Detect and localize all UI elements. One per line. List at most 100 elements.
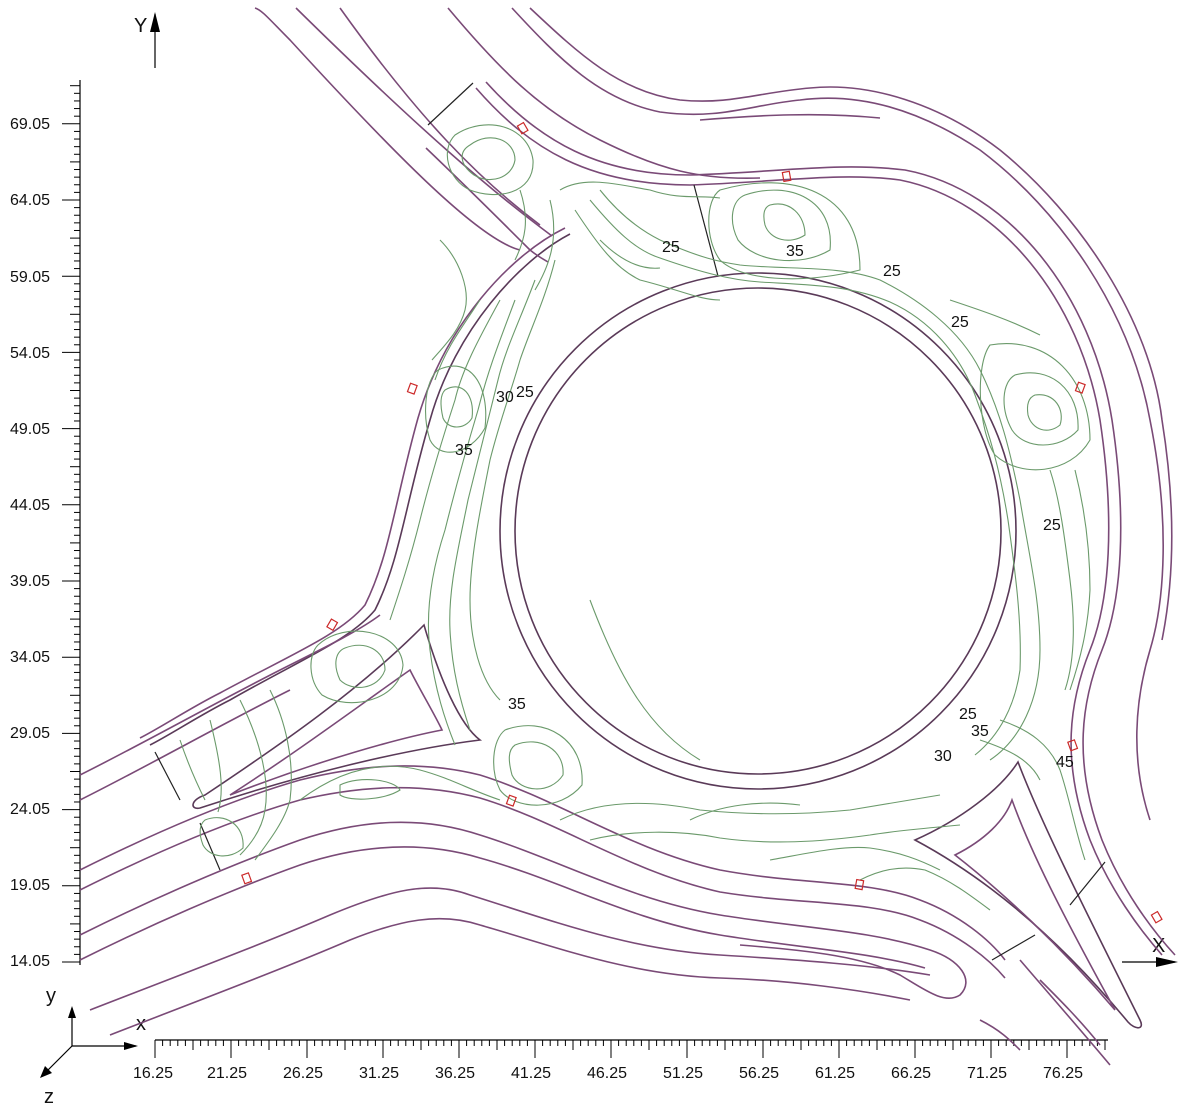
- gizmo-y-label: y: [46, 985, 56, 1007]
- contour-label: 45: [1056, 754, 1074, 771]
- contour-band: [589, 199, 1021, 756]
- survey-boundaries: [154, 82, 1106, 961]
- contour-band: [999, 719, 1086, 861]
- y-tick-label: 14.05: [10, 953, 50, 970]
- contour-label: 30: [934, 748, 952, 765]
- contour-band: [534, 199, 555, 291]
- x-tick-label: 41.25: [511, 1065, 551, 1082]
- contour-loop: [446, 124, 534, 196]
- contour-loop: [508, 741, 564, 790]
- ring-edge-northwest-offset: [139, 227, 566, 739]
- south-ring-edge-1: [79, 765, 1006, 961]
- gizmo-z-label: z: [44, 1086, 54, 1107]
- contour-band: [949, 299, 1041, 336]
- contour-band: [469, 259, 556, 701]
- contour-label: 25: [1043, 517, 1061, 534]
- gizmo-x-label: x: [136, 1013, 146, 1035]
- boundary-line-east: [1069, 861, 1106, 906]
- y-tick-label: 44.05: [10, 497, 50, 514]
- contour-loop: [1026, 394, 1062, 431]
- south-outer-road-1: [79, 821, 967, 1000]
- contour-band: [1069, 469, 1091, 691]
- road-edges: [79, 7, 1176, 1066]
- y-tick-label: 19.05: [10, 877, 50, 894]
- boundary-line-north: [693, 184, 719, 277]
- x-tick-label: 46.25: [587, 1065, 627, 1082]
- contour-band: [589, 824, 961, 843]
- nw-approach-edge-3: [254, 7, 521, 251]
- ring-edge-northwest: [149, 233, 571, 746]
- contour-band: [689, 802, 801, 821]
- north-approach-edge-1: [447, 7, 761, 180]
- ring-outer-edge-east-offset: [485, 81, 1176, 956]
- contour-band: [431, 239, 467, 361]
- splitter-island-east-outer: [913, 760, 1143, 1029]
- contour-band: [179, 739, 206, 801]
- y-tick-label: 64.05: [10, 192, 50, 209]
- x-tick-label: 61.25: [815, 1065, 855, 1082]
- contour-band: [559, 181, 721, 199]
- contour-label: 25: [959, 706, 977, 723]
- contour-lines: [179, 124, 1091, 911]
- outer-road-east-2: [529, 7, 1173, 641]
- boundary-line-west: [154, 751, 181, 801]
- y-axis-minor-ticks: [62, 85, 80, 963]
- x-tick-label: 26.25: [283, 1065, 323, 1082]
- x-tick-label: 76.25: [1043, 1065, 1083, 1082]
- sw-approach-edge-1: [79, 614, 381, 776]
- y-tick-label: 49.05: [10, 421, 50, 438]
- contour-loop: [731, 189, 831, 262]
- central-island-inner-edge: [514, 287, 1002, 775]
- contour-band: [514, 189, 526, 261]
- south-outer-road-4: [109, 917, 911, 1036]
- sw-approach-edge-2: [79, 689, 291, 801]
- y-axis-name: Y: [134, 15, 147, 37]
- y-axis: 69.05 64.05 59.05 54.05 49.05 44.05 39.0…: [10, 12, 160, 970]
- splitter-island-west-outer: [192, 623, 483, 810]
- contour-band: [559, 794, 941, 821]
- contour-loop: [335, 644, 386, 688]
- x-tick-label: 36.25: [435, 1065, 475, 1082]
- contour-label: 35: [971, 723, 989, 740]
- outer-road-north-short: [699, 113, 881, 121]
- x-axis-minor-ticks: [154, 1040, 1106, 1058]
- survey-marker-icon: [781, 170, 792, 183]
- survey-marker-icon: [406, 382, 418, 395]
- south-east-stub-2: [1039, 979, 1101, 1046]
- y-tick-label: 69.05: [10, 116, 50, 133]
- contour-labels: 25 35 25 25 30 25 35 25 35 25 35 30 45: [455, 239, 1074, 771]
- survey-marker-icon: [516, 121, 529, 135]
- contour-loop: [763, 203, 806, 241]
- south-ring-edge-2: [79, 786, 1006, 979]
- outer-road-east-1: [511, 7, 1164, 821]
- contour-label: 25: [662, 239, 680, 256]
- contour-band: [254, 689, 292, 861]
- x-arrowhead-icon: [1156, 957, 1178, 967]
- contour-loop: [493, 725, 583, 806]
- contour-loop: [708, 182, 861, 280]
- contour-band: [979, 739, 1041, 781]
- contour-label: 25: [883, 263, 901, 280]
- survey-marker-icon: [1150, 910, 1163, 924]
- contour-band: [769, 846, 941, 871]
- contour-loop: [461, 137, 516, 180]
- nw-approach-edge-2: [295, 7, 553, 237]
- y-arrowhead-icon: [150, 12, 160, 32]
- contour-loop: [979, 343, 1091, 471]
- survey-marker-icon: [1067, 739, 1079, 752]
- gizmo-x-arrow-icon: [124, 1042, 138, 1050]
- south-outer-road-3: [89, 887, 931, 1011]
- x-axis: 16.25 21.25 26.25 31.25 36.25 41.25 46.2…: [133, 935, 1178, 1082]
- contour-band: [589, 599, 701, 761]
- x-tick-label: 16.25: [133, 1065, 173, 1082]
- y-tick-label: 34.05: [10, 649, 50, 666]
- splitter-island-east-inner: [953, 797, 1116, 1011]
- boundary-line-southeast: [991, 934, 1036, 961]
- contour-label: 35: [455, 442, 473, 459]
- survey-markers: [241, 121, 1163, 924]
- orientation-gizmo: y x z: [40, 985, 146, 1108]
- contour-label: 25: [516, 384, 534, 401]
- x-tick-label: 71.25: [967, 1065, 1007, 1082]
